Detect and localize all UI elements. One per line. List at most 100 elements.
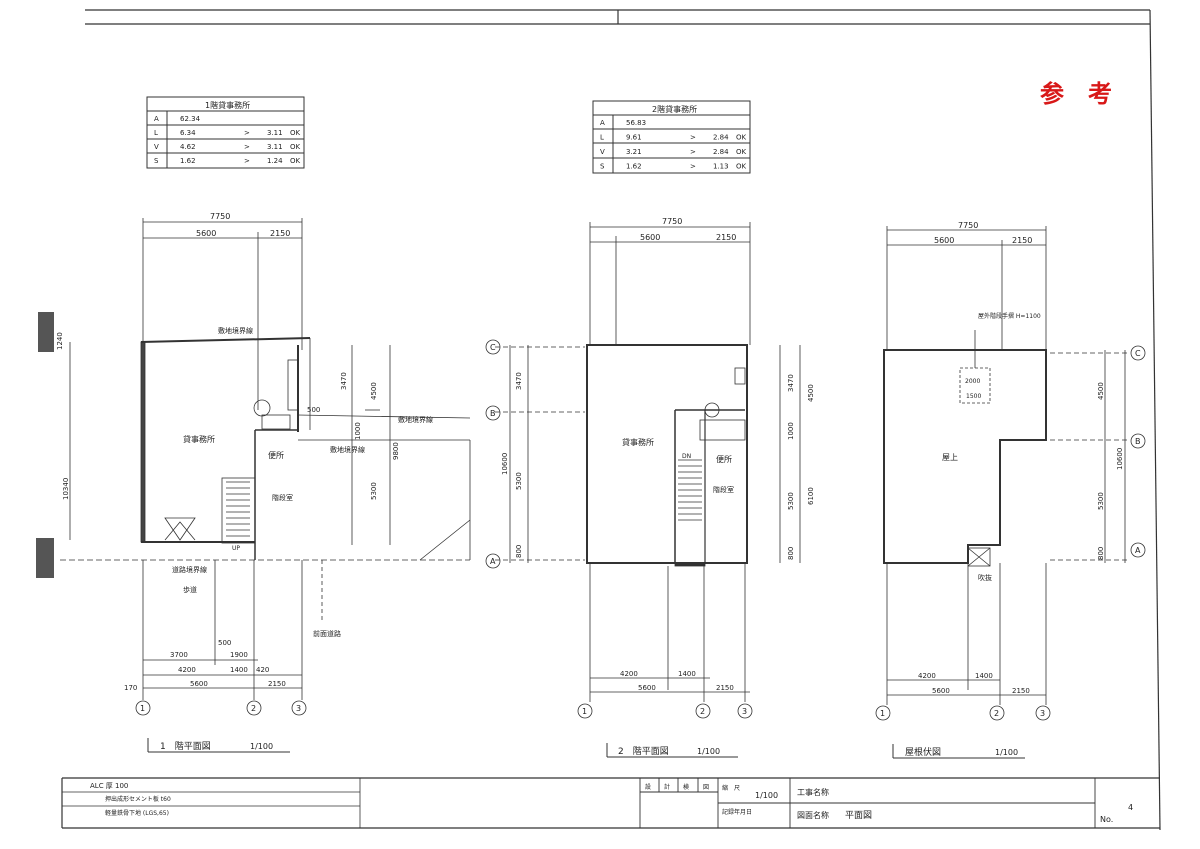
scan-mark-bottom xyxy=(36,538,54,578)
f2-dim-side-h: 3470 xyxy=(787,374,795,392)
f1-dim-b-b: 1900 xyxy=(230,651,248,659)
f1-dim-total: 7750 xyxy=(210,212,230,221)
table-floor1-row-L-v2: 3.11 xyxy=(267,129,283,137)
f1-stair-label: 階段室 xyxy=(272,493,293,502)
tb-stamp-4: 図 xyxy=(703,784,709,791)
f1-boundary-right: 敷地境界線 xyxy=(398,415,433,424)
f2-axis-b: B xyxy=(490,409,496,418)
f2-dim-side-f: 800 xyxy=(787,547,795,560)
f2-dim-side-g: 10600 xyxy=(501,453,509,475)
table-floor1-row-S-v2: 1.24 xyxy=(267,157,283,165)
table-floor2-row-V-op: > xyxy=(690,148,696,156)
table-floor1-row-S-op: > xyxy=(244,157,250,165)
f1-dim-b-e: 420 xyxy=(256,666,269,674)
note-line-1: ALC 厚 100 xyxy=(90,782,128,790)
f1-boundary-mid: 敷地境界線 xyxy=(330,445,365,454)
roof-dim-total: 7750 xyxy=(958,221,978,230)
roof-dim-side-b: 10600 xyxy=(1116,448,1124,470)
tb-scale-label: 縮 尺 xyxy=(722,784,740,792)
roof-plan-scale: 1/100 xyxy=(995,748,1018,757)
roof-dim-right: 2150 xyxy=(1012,236,1032,245)
table-floor2-row-L-k: L xyxy=(600,134,604,142)
table-floor1-row-V-ok: OK xyxy=(290,143,301,151)
roof-dim-side-a: 4500 xyxy=(1097,382,1105,400)
f1-dim-side-d: 9800 xyxy=(392,442,400,460)
f1-sidewalk: 歩道 xyxy=(183,585,197,594)
roof-dim-side-d: 800 xyxy=(1097,547,1105,560)
f1-road-boundary: 道路境界線 xyxy=(172,565,207,574)
f2-axis-2: 2 xyxy=(700,707,705,716)
f1-room-label: 貸事務所 xyxy=(183,434,215,444)
table-floor1-row-S-k: S xyxy=(154,157,159,165)
roof-label: 屋上 xyxy=(942,453,958,462)
reference-stamp: 参 考 xyxy=(1040,80,1112,108)
tb-project-label: 工事名称 xyxy=(797,787,829,797)
table-floor1-row-S-v1: 1.62 xyxy=(180,157,196,165)
f2-dn-label: DN xyxy=(682,453,691,460)
f2-dim-right: 2150 xyxy=(716,233,736,242)
roof-axis-b: B xyxy=(1135,437,1141,446)
table-floor2-row-L-op: > xyxy=(690,134,696,142)
table-floor2-row-A-v1: 56.83 xyxy=(626,119,646,127)
f2-dim-b-a: 4200 xyxy=(620,670,638,678)
f1-dim-b-d: 1400 xyxy=(230,666,248,674)
sheet-border xyxy=(61,9,1161,831)
title-block xyxy=(639,778,1096,828)
f2-axis-3: 3 xyxy=(742,707,747,716)
f1-dim-b-i: 500 xyxy=(218,639,231,647)
roof-note: 屋外階段手摺 H=1100 xyxy=(978,312,1041,320)
roof-plan: 7750 5600 2150 屋上 吹抜 屋外階段手摺 H=1100 2000 … xyxy=(875,221,1146,759)
floor1-plan: 7750 5600 2150 貸事務所 便所 階段室 敷地境界線 敷地境界線 敷… xyxy=(56,212,471,753)
f2-dim-side-j: 800 xyxy=(515,545,523,558)
f1-dim-side-g: 10340 xyxy=(62,478,70,500)
table-floor2-row-L-ok: OK xyxy=(736,134,747,142)
table-floor2-row-L-v1: 9.61 xyxy=(626,134,642,142)
f2-dim-side-a: 3470 xyxy=(515,372,523,390)
f2-axis-1: 1 xyxy=(582,707,587,716)
roof-box2: 1500 xyxy=(966,393,981,400)
table-floor1-row-L-ok: OK xyxy=(290,129,301,137)
tb-drawing-label: 図面名称 xyxy=(797,810,829,820)
f1-up: UP xyxy=(232,545,240,552)
roof-plan-title: 屋根伏図 xyxy=(905,746,941,758)
f1-plan-scale: 1/100 xyxy=(250,742,273,751)
table-floor1-row-S-ok: OK xyxy=(290,157,301,165)
f1-dim-right: 2150 xyxy=(270,229,290,238)
table-floor1-row-L-op: > xyxy=(244,129,250,137)
f1-dim-side-f: 500 xyxy=(307,406,320,414)
table-floor1-row-V-op: > xyxy=(244,143,250,151)
table-floor1-row-A-v1: 62.34 xyxy=(180,115,201,123)
f1-dim-b-f: 170 xyxy=(124,684,137,692)
roof-axis-a: A xyxy=(1135,546,1141,555)
f1-axis-1: 1 xyxy=(140,704,145,713)
f1-dim-side-h: 1240 xyxy=(56,332,64,350)
f1-wc-label: 便所 xyxy=(268,450,284,460)
f1-dim-side-c: 1000 xyxy=(354,422,362,440)
f1-dim-b-c: 4200 xyxy=(178,666,196,674)
table-floor1-row-V-k: V xyxy=(154,143,159,151)
scan-mark-top xyxy=(38,312,54,352)
f1-boundary-top: 敷地境界線 xyxy=(218,326,253,335)
roof-dim-b-d: 2150 xyxy=(1012,687,1030,695)
roof-axis-3: 3 xyxy=(1040,709,1045,718)
table-floor2-row-V-ok: OK xyxy=(736,148,747,156)
table-floor2-row-V-v2: 2.84 xyxy=(713,148,729,156)
f2-dim-total: 7750 xyxy=(662,217,682,226)
tb-drawing-name: 平面図 xyxy=(845,810,872,821)
f1-axis-2: 2 xyxy=(251,704,256,713)
table-floor1-row-A-k: A xyxy=(154,115,159,123)
f1-dim-b-h: 2150 xyxy=(268,680,286,688)
f2-wc-label: 便所 xyxy=(716,454,732,464)
f2-dim-b-d: 2150 xyxy=(716,684,734,692)
f2-dim-side-d: 5300 xyxy=(787,492,795,510)
f2-axis-a: A xyxy=(490,557,496,566)
roof-dim-side-c: 5300 xyxy=(1097,492,1105,510)
f2-dim-side-e: 6100 xyxy=(807,487,815,505)
f1-axis-3: 3 xyxy=(296,704,301,713)
f2-dim-b-b: 1400 xyxy=(678,670,696,678)
roof-hatch-label: 吹抜 xyxy=(978,573,992,582)
f2-dim-b-c: 5600 xyxy=(638,684,656,692)
f2-plan-title: 2 階平面図 xyxy=(618,746,669,757)
